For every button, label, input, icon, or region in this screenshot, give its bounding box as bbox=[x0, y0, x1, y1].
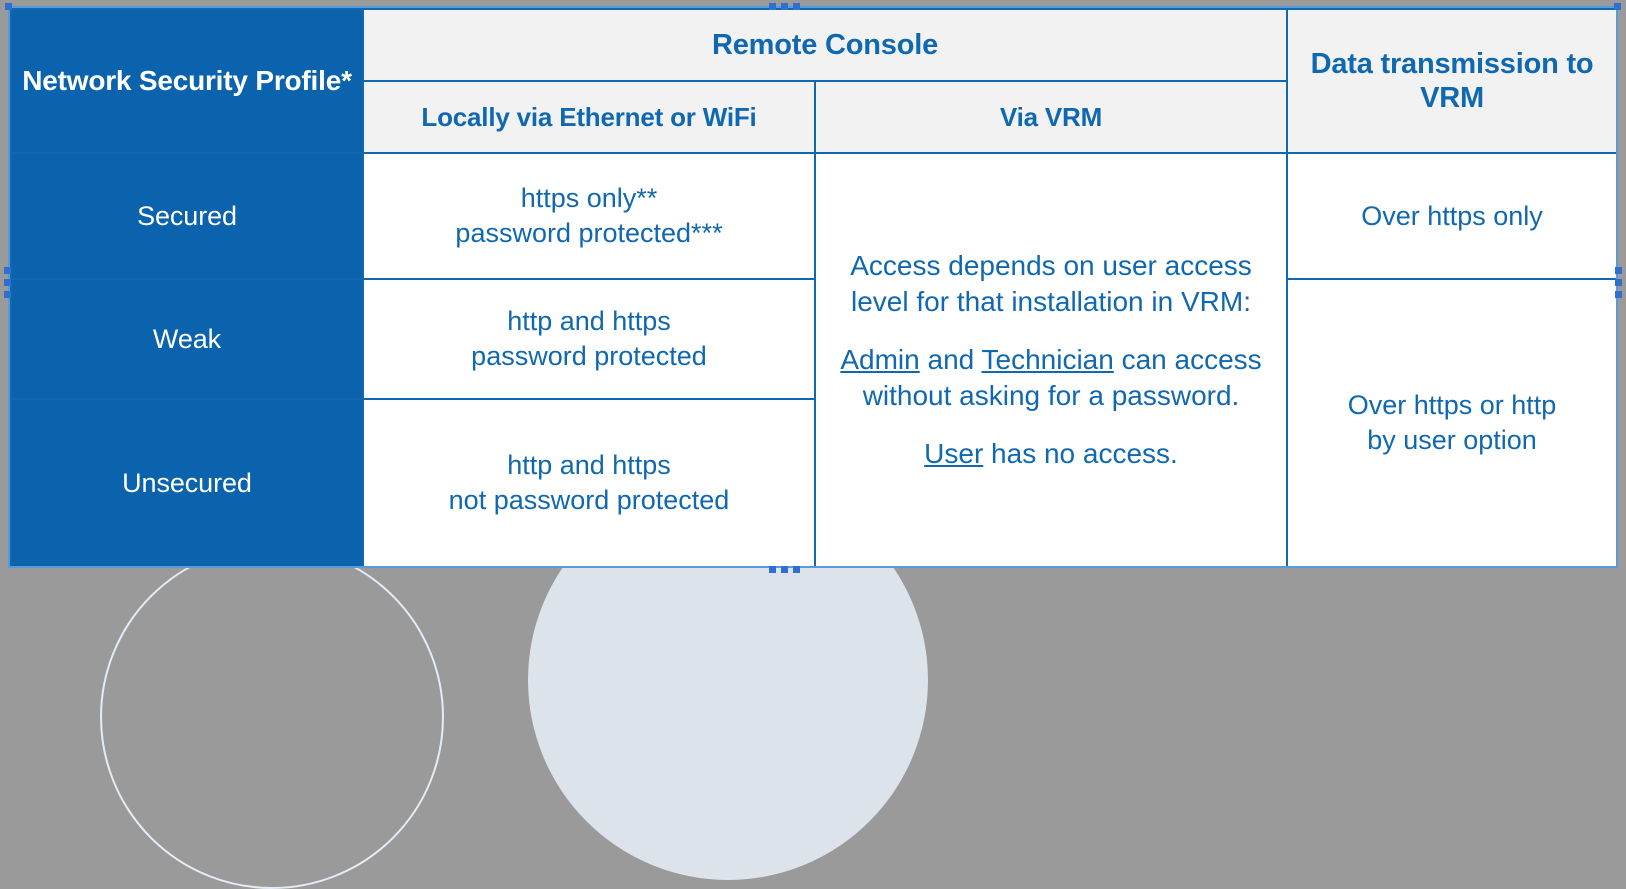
network-security-profile-table: Network Security Profile* Remote Console… bbox=[10, 8, 1616, 566]
resize-handle-top-center-1[interactable] bbox=[769, 3, 776, 10]
header-network-security-profile: Network Security Profile* bbox=[10, 8, 364, 154]
transmission-weak-unsecured: Over https or http by user option bbox=[1286, 278, 1616, 566]
watermark-circle-outline bbox=[100, 545, 444, 889]
table-header-row-1: Network Security Profile* Remote Console… bbox=[10, 8, 1616, 154]
resize-handle-right-middle-2[interactable] bbox=[1615, 279, 1622, 286]
header-via-vrm: Via VRM bbox=[813, 80, 1289, 154]
resize-handle-top-center-3[interactable] bbox=[793, 3, 800, 10]
vrm-admin-label: Admin bbox=[840, 343, 920, 375]
vrm-access-description: Access depends on user access level for … bbox=[813, 152, 1289, 566]
vrm-access-paragraph-2: Admin and Technician can access without … bbox=[822, 342, 1280, 415]
transmission-secured: Over https only bbox=[1286, 152, 1616, 280]
selection-frame[interactable] bbox=[8, 6, 1618, 568]
resize-handle-right-middle-1[interactable] bbox=[1615, 267, 1622, 274]
profile-weak: Weak bbox=[10, 278, 364, 400]
local-access-unsecured: http and https not password protected bbox=[362, 398, 816, 566]
profile-secured: Secured bbox=[10, 152, 364, 280]
transmission-weak-line2: by user option bbox=[1367, 425, 1537, 455]
header-remote-console: Remote Console bbox=[361, 8, 1289, 82]
table-container: Network Security Profile* Remote Console… bbox=[10, 8, 1616, 566]
vrm-user-no-access-label: has no access. bbox=[983, 437, 1178, 469]
local-access-weak: http and https password protected bbox=[362, 278, 816, 400]
local-access-weak-line2: password protected bbox=[471, 341, 707, 371]
table-row: Unsecured http and https not password pr… bbox=[10, 398, 1616, 566]
local-access-secured: https only** password protected*** bbox=[362, 152, 816, 280]
resize-handle-right-middle-3[interactable] bbox=[1615, 291, 1622, 298]
resize-handle-left-middle-3[interactable] bbox=[4, 291, 11, 298]
vrm-access-paragraph-3: User has no access. bbox=[822, 436, 1280, 472]
vrm-access-paragraph-1: Access depends on user access level for … bbox=[850, 250, 1252, 318]
local-access-unsecured-line2: not password protected bbox=[448, 485, 730, 515]
local-access-secured-line1: https only** bbox=[520, 183, 658, 214]
resize-handle-left-middle-1[interactable] bbox=[4, 267, 11, 274]
header-data-transmission-to-vrm: Data transmission to VRM bbox=[1286, 8, 1616, 154]
local-access-secured-line2: password protected*** bbox=[455, 218, 723, 248]
vrm-user-label: User bbox=[924, 437, 984, 469]
resize-handle-top-right[interactable] bbox=[1614, 3, 1621, 10]
resize-handle-left-middle-2[interactable] bbox=[4, 279, 11, 286]
resize-handle-bottom-center-1[interactable] bbox=[769, 566, 776, 573]
table-header-row-2: Locally via Ethernet or WiFi Via VRM bbox=[11, 80, 1616, 154]
local-access-weak-line1: http and https bbox=[507, 306, 671, 337]
vrm-technician-label: Technician bbox=[981, 343, 1114, 375]
resize-handle-top-center-2[interactable] bbox=[781, 3, 788, 10]
table-row: Weak http and https password protected O… bbox=[10, 278, 1616, 566]
resize-handle-bottom-center-2[interactable] bbox=[781, 566, 788, 573]
transmission-weak-line1: Over https or http bbox=[1347, 390, 1557, 421]
vrm-and-label: and bbox=[919, 343, 982, 375]
header-locally-via-ethernet-or-wifi: Locally via Ethernet or WiFi bbox=[362, 80, 816, 154]
resize-handle-top-left[interactable] bbox=[5, 3, 12, 10]
table-row: Secured https only** password protected*… bbox=[10, 152, 1616, 566]
local-access-unsecured-line1: http and https bbox=[507, 450, 671, 481]
vrm-can-access-label: can access without asking for a password… bbox=[862, 343, 1262, 412]
resize-handle-bottom-center-3[interactable] bbox=[793, 566, 800, 573]
profile-unsecured: Unsecured bbox=[10, 398, 364, 566]
slide-canvas: Network Security Profile* Remote Console… bbox=[4, 3, 1622, 889]
